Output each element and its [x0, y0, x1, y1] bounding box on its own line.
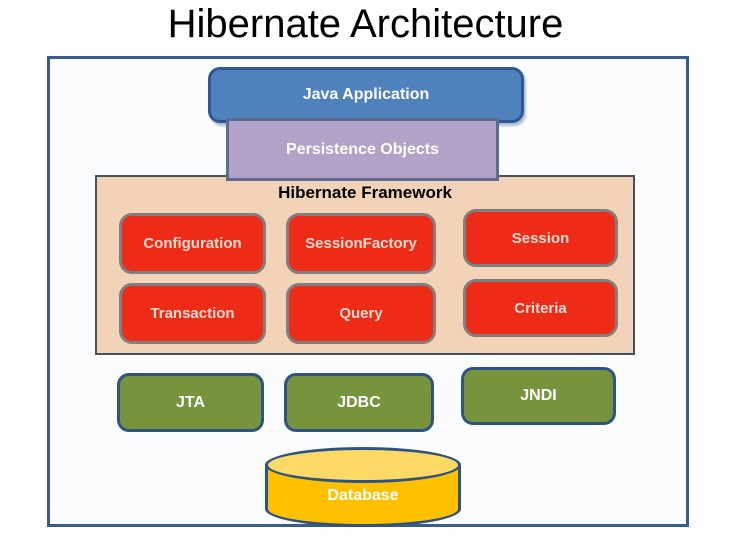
service-box-jdbc: JDBC [284, 373, 434, 432]
service-box-jndi: JNDI [461, 367, 616, 425]
service-box-jta: JTA [117, 373, 264, 432]
component-box-sessionfactory: SessionFactory [286, 213, 436, 274]
component-box-criteria: Criteria [463, 279, 618, 337]
database-cylinder-top [265, 447, 461, 483]
hibernate-framework-label: Hibernate Framework [278, 183, 452, 202]
component-box-query: Query [286, 283, 436, 344]
database-cylinder: Database [265, 447, 461, 527]
component-box-session: Session [463, 209, 618, 267]
component-box-configuration: Configuration [119, 213, 266, 274]
hibernate-framework-container: Hibernate Framework Configuration Sessio… [95, 175, 635, 355]
java-application-box: Java Application [208, 67, 524, 123]
component-box-transaction: Transaction [119, 283, 266, 344]
architecture-container: Java Application Persistence Objects Hib… [47, 56, 689, 527]
persistence-objects-box: Persistence Objects [226, 118, 499, 181]
database-label: Database [327, 487, 399, 504]
page-title: Hibernate Architecture [167, 2, 564, 46]
